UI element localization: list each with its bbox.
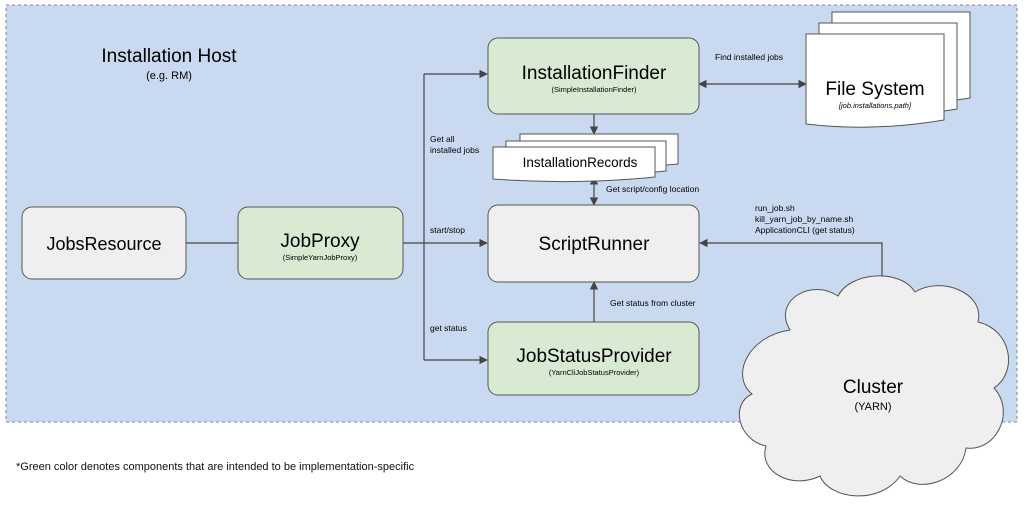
label-cluster-cmd-2: kill_yarn_job_by_name.sh <box>755 214 854 224</box>
node-file-system: File System [job.installations.path] <box>805 11 971 128</box>
job-proxy-label: JobProxy <box>280 231 360 252</box>
label-cluster-cmd-1: run_job.sh <box>755 203 795 213</box>
label-find-installed-jobs: Find installed jobs <box>715 52 783 62</box>
node-jobs-resource: JobsResource <box>21 206 187 280</box>
label-get-status-from-cluster: Get status from cluster <box>610 298 696 308</box>
label-start-stop: start/stop <box>430 225 465 235</box>
node-installation-records: InstallationRecords <box>492 133 679 183</box>
cluster-sub: (YARN) <box>854 401 891 413</box>
job-proxy-impl: (SimpleYarnJobProxy) <box>283 253 358 262</box>
label-get-all-installed-jobs-1: Get all <box>430 134 455 144</box>
job-status-provider-label: JobStatusProvider <box>516 346 672 367</box>
label-cluster-cmd-3: ApplicationCLI (get status) <box>755 225 855 235</box>
installation-finder-impl: (SimpleInstallationFinder) <box>551 85 637 94</box>
node-job-proxy: JobProxy (SimpleYarnJobProxy) <box>237 206 404 280</box>
file-system-path: [job.installations.path] <box>838 101 912 110</box>
label-get-all-installed-jobs-2: installed jobs <box>430 145 479 155</box>
jobs-resource-label: JobsResource <box>46 234 161 254</box>
node-job-status-provider: JobStatusProvider (YarnCliJobStatusProvi… <box>487 321 700 396</box>
installation-records-label: InstallationRecords <box>523 155 638 170</box>
file-system-label: File System <box>825 79 924 100</box>
node-script-runner: ScriptRunner <box>487 204 700 283</box>
label-get-status: get status <box>430 323 467 333</box>
job-status-provider-impl: (YarnCliJobStatusProvider) <box>549 368 640 377</box>
edges <box>186 69 887 365</box>
script-runner-label: ScriptRunner <box>539 234 651 255</box>
installation-finder-label: InstallationFinder <box>522 63 667 84</box>
installation-host-subtitle: (e.g. RM) <box>146 70 192 82</box>
node-installation-finder: InstallationFinder (SimpleInstallationFi… <box>487 37 700 115</box>
footnote: *Green color denotes components that are… <box>16 461 415 473</box>
installation-host-title: Installation Host <box>101 46 237 67</box>
node-cluster: Cluster (YARN) <box>738 275 1009 497</box>
label-get-script-config: Get script/config location <box>606 184 699 194</box>
cluster-label: Cluster <box>843 377 904 398</box>
